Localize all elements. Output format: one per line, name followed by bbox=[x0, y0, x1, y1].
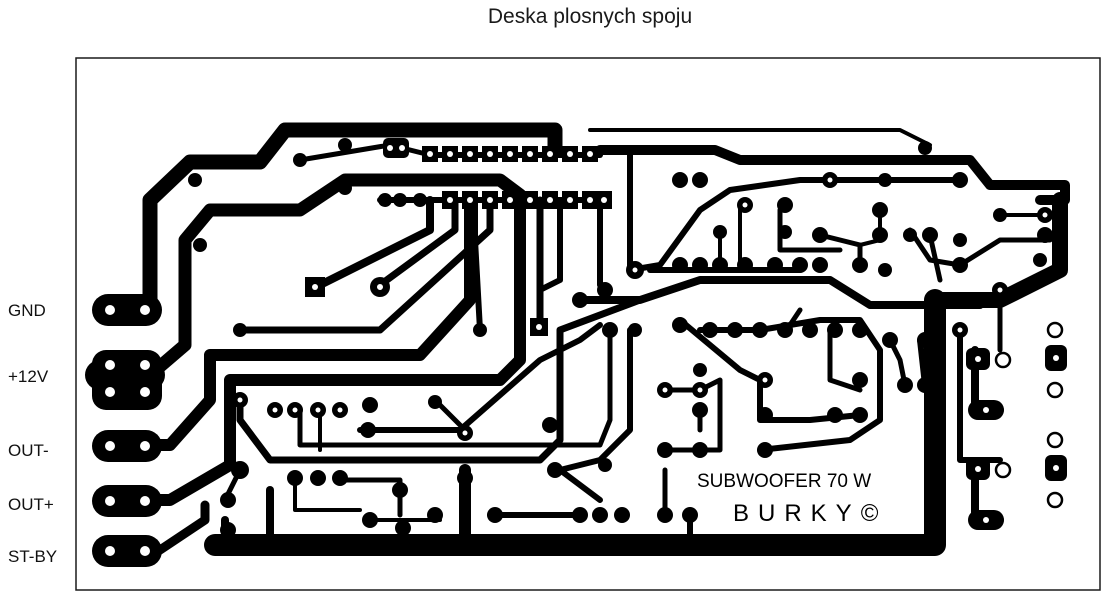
board-outline bbox=[75, 57, 1101, 591]
connector-label-out-minus: OUT- bbox=[8, 441, 49, 460]
connector-label-standby: ST-BY bbox=[8, 547, 58, 566]
page-title: Deska plosnych spoju bbox=[487, 5, 693, 28]
drill-holes bbox=[105, 145, 1059, 556]
board-author: BURKY© bbox=[733, 500, 887, 527]
connector-label-out-plus: OUT+ bbox=[8, 495, 54, 514]
connector-label-gnd: GND bbox=[8, 301, 46, 320]
connector-label-12v: +12V bbox=[8, 367, 49, 386]
edge-ring-pads bbox=[994, 321, 1064, 509]
board-name: SUBWOOFER 70 W bbox=[697, 471, 871, 492]
